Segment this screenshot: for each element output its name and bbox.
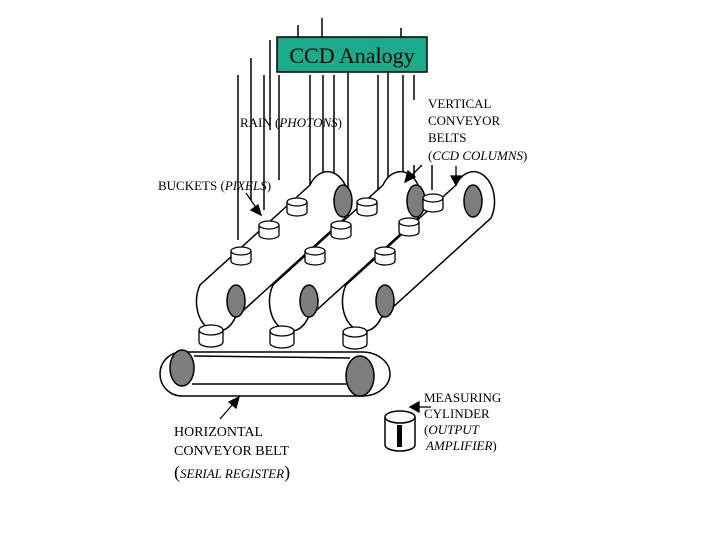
- bucket-icon: [330, 220, 352, 240]
- bucket-icon: [230, 246, 252, 266]
- svg-text:CONVEYOR: CONVEYOR: [428, 113, 501, 128]
- vertical-conveyor-belt-3: [341, 171, 496, 332]
- vertical-conveyor-belt-1: [195, 171, 353, 332]
- rain-label: RAIN (PHOTONS): [240, 115, 342, 130]
- arrow-icon: [245, 192, 263, 217]
- bucket-icon: [258, 220, 280, 240]
- bucket-icon: [304, 246, 326, 266]
- svg-text:(OUTPUT: (OUTPUT: [424, 422, 480, 437]
- svg-text:(CCD COLUMNS): (CCD COLUMNS): [428, 148, 527, 163]
- bucket-icon: [374, 246, 396, 266]
- arrow-icon: [403, 164, 423, 184]
- svg-text:AMPLIFIER): AMPLIFIER): [425, 438, 497, 453]
- serial-register-buckets: [198, 324, 368, 350]
- horizontal-conveyor-belt: [159, 349, 391, 397]
- svg-text:CYLINDER: CYLINDER: [424, 406, 490, 421]
- measuring-cylinder-icon: [384, 410, 416, 452]
- arrow-icon: [219, 395, 241, 420]
- horizontal-belt-label: HORIZONTAL CONVEYOR BELT (SERIAL REGISTE…: [174, 425, 290, 483]
- bucket-icon: [422, 193, 444, 213]
- bucket-icon: [286, 197, 308, 217]
- pointer-arrows: [219, 164, 463, 420]
- arrow-icon: [449, 166, 463, 187]
- measuring-cylinder-label: MEASURING CYLINDER (OUTPUT AMPLIFIER): [424, 390, 501, 453]
- svg-text:MEASURING: MEASURING: [424, 390, 501, 405]
- svg-text:BELTS: BELTS: [428, 130, 467, 145]
- page-title: CCD Analogy: [289, 43, 414, 68]
- vertical-conveyor-belt-2: [268, 171, 426, 332]
- svg-text:VERTICAL: VERTICAL: [428, 96, 492, 111]
- bucket-icon: [342, 326, 368, 350]
- vertical-belts-label: VERTICAL CONVEYOR BELTS (CCD COLUMNS): [428, 96, 527, 163]
- bucket-icon: [198, 324, 224, 348]
- pixel-buckets: [230, 193, 444, 266]
- svg-text:HORIZONTAL: HORIZONTAL: [174, 425, 263, 440]
- title-box: [276, 36, 428, 73]
- svg-text:(SERIAL REGISTER): (SERIAL REGISTER): [174, 462, 290, 483]
- bucket-icon: [398, 217, 420, 237]
- bucket-icon: [356, 197, 378, 217]
- arrow-icon: [408, 400, 431, 414]
- bucket-icon: [269, 325, 295, 349]
- buckets-label: BUCKETS (PIXELS): [158, 178, 271, 193]
- svg-text:CONVEYOR BELT: CONVEYOR BELT: [174, 444, 289, 459]
